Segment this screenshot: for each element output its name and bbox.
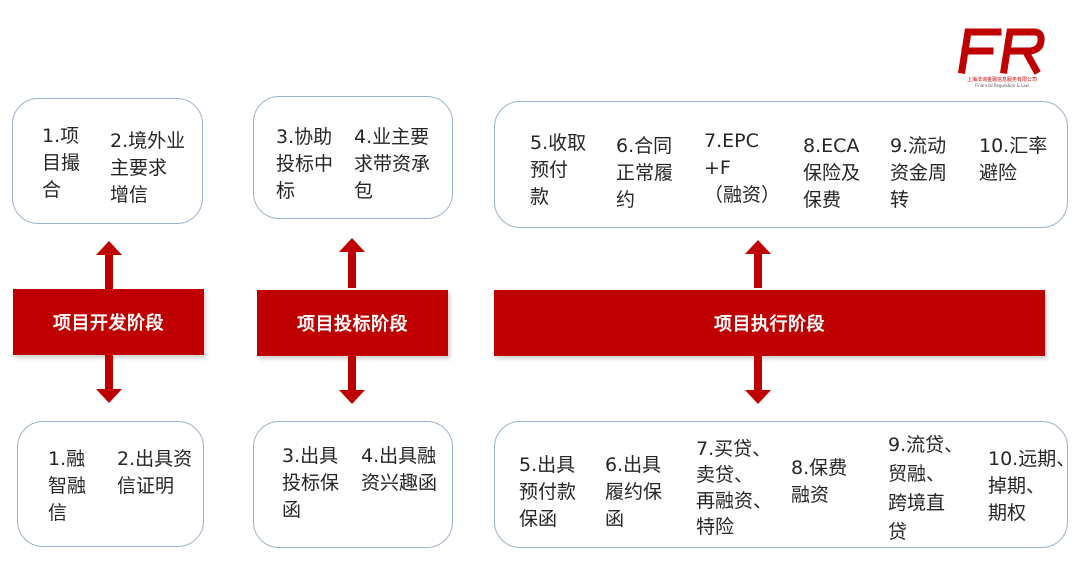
stage-bidding: 项目投标阶段 [257,290,448,356]
bottom-item-4: 4.出具融 资兴趣函 [361,445,438,494]
top-item-5: 5.收取 预付 款 [530,132,587,208]
top-item-10: 10.汇率 避险 [979,135,1048,184]
top-item-6: 6.合同 正常履 约 [616,135,674,211]
bottom-box-bidding [253,421,453,548]
top-item-7: 7.EPC +F （融资） [704,130,781,206]
fr-logo [957,28,1045,75]
top-item-2: 2.境外业 主要求 增信 [110,130,186,206]
bottom-box-execution [494,421,1068,548]
top-item-9: 9.流动 资金周 转 [890,135,948,211]
top-item-4: 4.业主要 求带资承 包 [354,126,431,202]
bottom-item-7: 7.买贷、 卖贷、 再融资、 特险 [696,438,773,538]
logo-company-en: Financial Regulation & Law [975,83,1029,88]
down-arrow-development [96,355,122,403]
top-item-1: 1.项 目撮 合 [42,125,81,201]
bottom-item-5: 5.出具 预付款 保函 [519,454,577,530]
stage-development: 项目开发阶段 [13,289,204,355]
up-arrow-development [96,241,122,289]
bottom-item-6: 6.出具 履约保 函 [605,454,663,530]
down-arrow-execution [745,356,771,404]
bottom-item-2: 2.出具资 信证明 [117,448,193,497]
stage-execution: 项目执行阶段 [494,290,1045,356]
up-arrow-execution [745,240,771,288]
top-box-bidding [253,96,453,219]
bottom-item-10: 10.远期、 掉期、 期权 [988,448,1076,524]
top-box-execution [494,101,1068,228]
bottom-box-development [17,421,204,547]
bottom-item-1: 1.融 智融 信 [48,448,87,524]
up-arrow-bidding [339,238,365,288]
top-item-3: 3.协助 投标中 标 [276,126,334,202]
bottom-item-8: 8.保费 融资 [791,457,848,506]
top-item-8: 8.ECA 保险及 保费 [803,135,861,211]
down-arrow-bidding [339,356,365,404]
bottom-item-9: 9.流贷、 贸融、 跨境直 贷 [888,434,964,543]
logo-company-cn: 上海法询金融信息服务有限公司 [966,77,1037,83]
top-box-development [12,98,203,224]
bottom-item-3: 3.出具 投标保 函 [282,445,340,521]
